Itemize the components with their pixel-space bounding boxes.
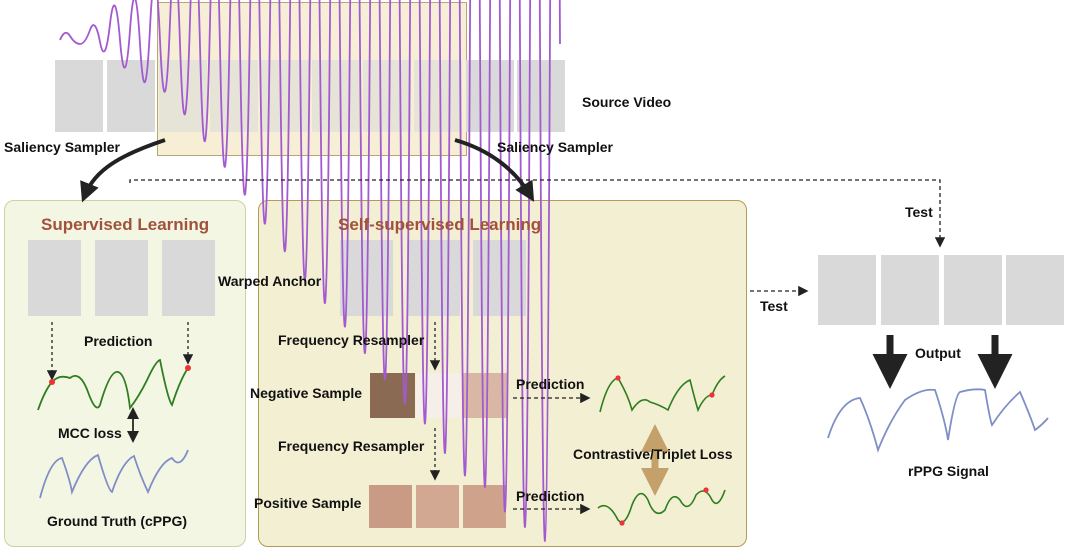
freq-resampler-label-2: Frequency Resampler xyxy=(278,438,425,454)
negative-sample-patch xyxy=(462,373,507,418)
test-path-top xyxy=(129,179,946,248)
test-label-top: Test xyxy=(905,204,933,220)
source-wave xyxy=(59,0,561,542)
prediction-label-positive: Prediction xyxy=(516,488,585,504)
anchor-face-image xyxy=(407,240,460,316)
ground-truth-wave xyxy=(39,449,189,499)
positive-sample-label: Positive Sample xyxy=(254,495,362,511)
ground-truth-label: Ground Truth (cPPG) xyxy=(47,513,187,529)
anchor-face-image xyxy=(162,240,215,316)
saliency-arrow-left xyxy=(80,138,166,203)
prediction-point xyxy=(703,487,709,493)
test-face-image xyxy=(1006,255,1064,325)
freq-resampler-label-1: Frequency Resampler xyxy=(278,332,425,348)
prediction-label-supervised: Prediction xyxy=(84,333,153,349)
saliency-sampler-left-label: Saliency Sampler xyxy=(4,139,120,155)
output-label: Output xyxy=(915,345,961,361)
positive-sample-patch xyxy=(463,485,506,528)
face-image xyxy=(414,60,462,132)
selfsup-title: Self-supervised Learning xyxy=(338,215,542,234)
mcc-loss-label: MCC loss xyxy=(58,425,122,441)
negative-sample-label: Negative Sample xyxy=(250,385,363,401)
saliency-sampler-right-label: Saliency Sampler xyxy=(497,139,613,155)
test-face-image xyxy=(881,255,939,325)
rppg-signal-label: rPPG Signal xyxy=(908,463,989,479)
test-face-image xyxy=(944,255,1002,325)
prediction-point xyxy=(619,520,625,526)
contrastive-loss-label: Contrastive/Triplet Loss xyxy=(573,446,733,462)
prediction-point xyxy=(49,379,55,385)
negative-prediction-wave xyxy=(599,375,726,413)
test-face-image xyxy=(818,255,876,325)
source-video-label: Source Video xyxy=(582,94,672,110)
anchor-face-image xyxy=(95,240,148,316)
face-image xyxy=(55,60,103,132)
prediction-point xyxy=(709,392,715,398)
anchor-face-image xyxy=(28,240,81,316)
positive-prediction-wave xyxy=(597,489,726,523)
positive-sample-patch xyxy=(416,485,459,528)
prediction-point xyxy=(185,365,191,371)
saliency-arrow-right xyxy=(454,138,535,202)
face-image xyxy=(363,60,411,132)
prediction-wave xyxy=(37,358,189,411)
rppg-wave xyxy=(827,388,1049,453)
supervised-title: Supervised Learning xyxy=(41,215,210,234)
negative-sample-patch xyxy=(370,373,415,418)
positive-sample-patch xyxy=(369,485,412,528)
prediction-label-negative: Prediction xyxy=(516,376,585,392)
test-label-mid: Test xyxy=(760,298,788,314)
warped-anchor-label: Warped Anchor xyxy=(218,273,322,289)
prediction-point xyxy=(615,375,621,381)
